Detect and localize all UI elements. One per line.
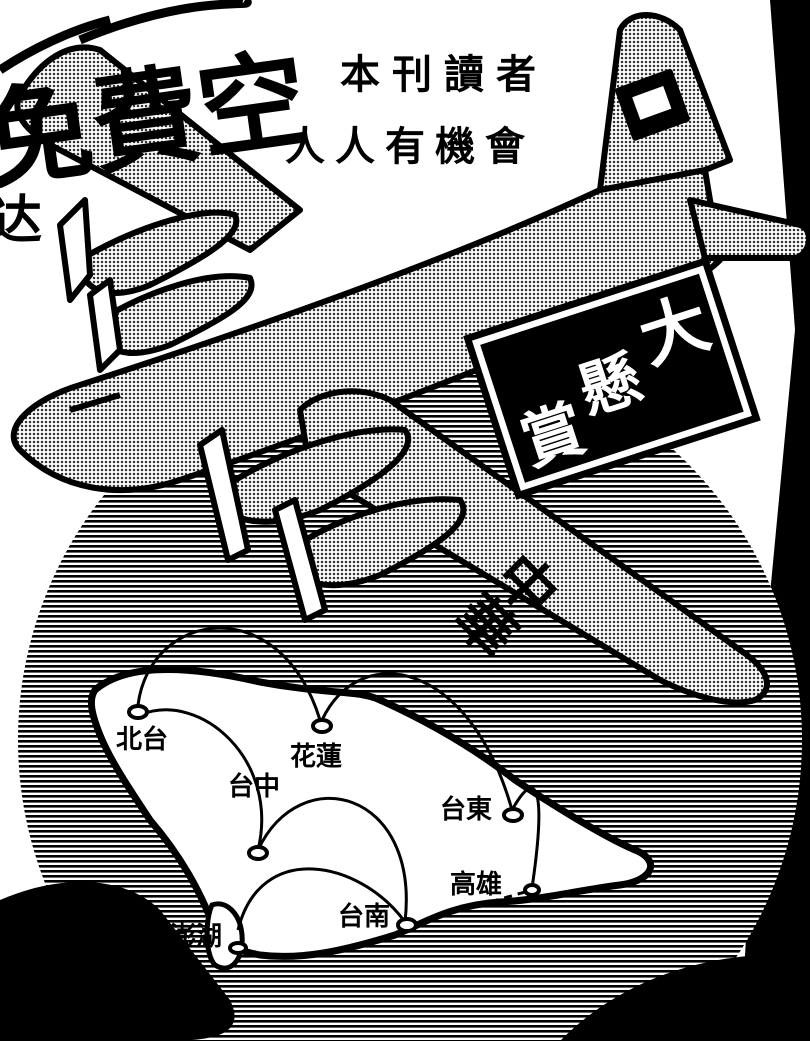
marker-kaohsiung <box>523 883 541 897</box>
marker-taitung <box>502 807 524 823</box>
route-tainan-kaohsiung <box>409 888 533 927</box>
label-taipei: 北台 <box>116 724 168 755</box>
propeller-1 <box>57 197 93 303</box>
headline-line-1: 本刊讀者 <box>340 51 548 98</box>
label-tainan: 台南 <box>338 901 390 932</box>
headline-fragment: 达 <box>0 190 42 251</box>
engine-3 <box>217 426 412 525</box>
label-taichung: 台中 <box>228 771 280 802</box>
route-penghu-tainan <box>236 867 407 931</box>
propellers <box>57 197 328 623</box>
propeller-2 <box>87 277 123 373</box>
cockpit-line <box>69 392 121 413</box>
label-hualien: 花蓮 <box>290 742 342 772</box>
label-taitung: 台東 <box>440 794 492 825</box>
route-taitung-kaohsiung <box>510 786 541 889</box>
marker-hualien <box>311 718 333 734</box>
label-penghu: 澎湖 <box>170 922 222 952</box>
headline-line-2: 人人有機會 <box>285 123 535 170</box>
flight-routes <box>136 626 541 931</box>
airplane <box>10 12 810 706</box>
route-taipei-hualien <box>136 626 322 721</box>
bottom-right-black-swoosh <box>560 950 810 1041</box>
engine-2 <box>97 273 255 356</box>
propeller-3 <box>197 427 251 563</box>
marker-tainan <box>396 917 418 933</box>
bottom-left-black-swoosh <box>0 881 235 1041</box>
tail-logo-inner <box>625 79 679 127</box>
top-curve <box>78 0 252 45</box>
label-kaohsiung: 高雄 <box>450 869 502 900</box>
marker-taipei <box>127 704 149 720</box>
route-hualien-taitung <box>320 672 514 811</box>
route-taipei-taichung <box>139 708 264 851</box>
prize-box: 大 懸 賞 <box>463 256 761 500</box>
city-markers <box>127 704 541 955</box>
top-left-arc <box>0 15 112 74</box>
tail-stabilizer <box>687 197 810 261</box>
marker-taichung <box>247 845 269 861</box>
propeller-4 <box>272 497 328 623</box>
city-labels: 北台 花蓮 台中 台東 高雄 台南 澎湖 <box>116 724 502 952</box>
prize-box-fill <box>480 273 744 483</box>
upper-wing <box>14 44 303 253</box>
route-taichung-tainan <box>256 796 408 923</box>
marker-penghu <box>228 941 248 955</box>
lower-wing <box>297 388 770 706</box>
